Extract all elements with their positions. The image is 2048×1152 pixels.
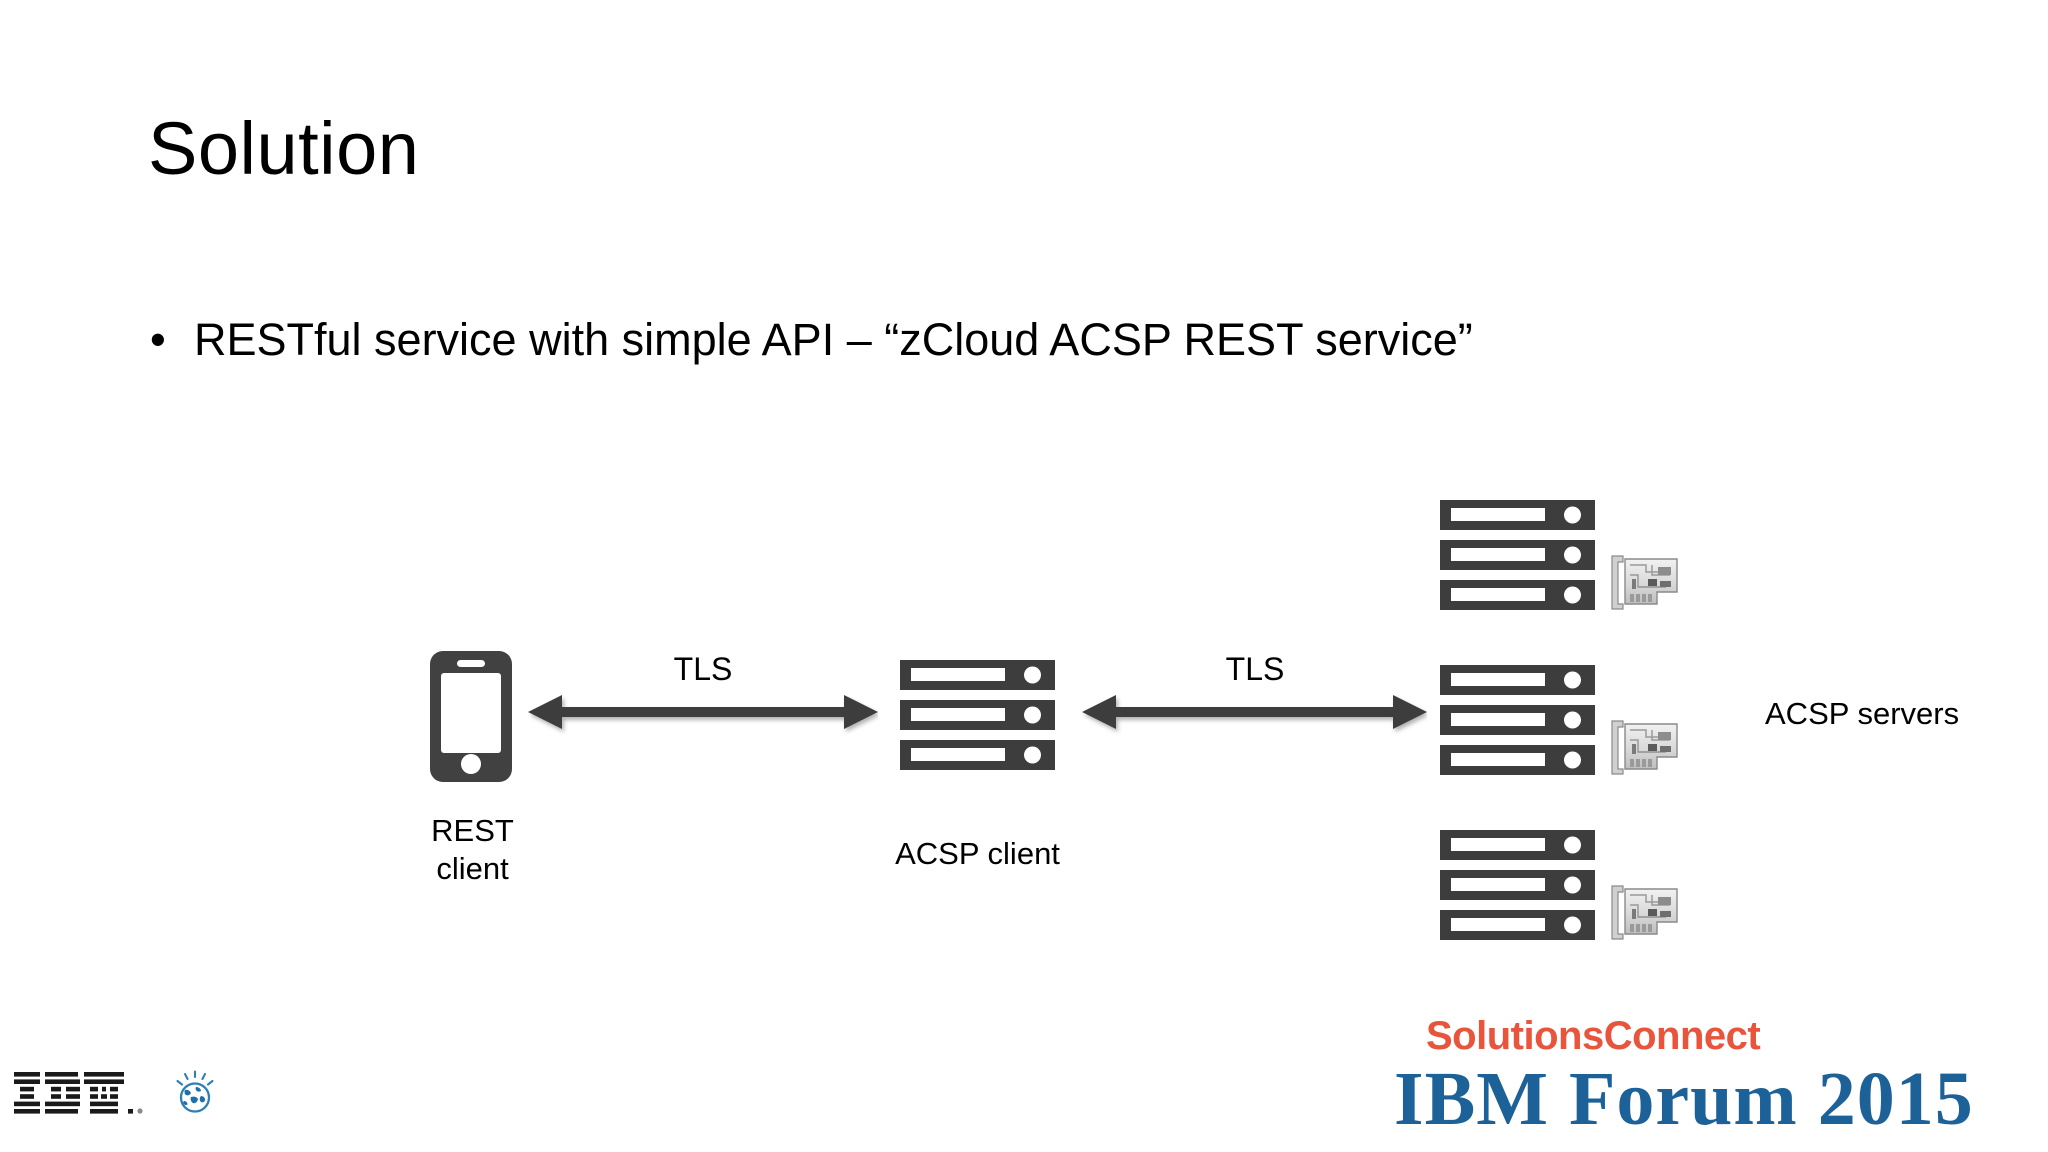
list-item: • RESTful service with simple API – “zCl… — [150, 312, 1930, 368]
server-unit — [900, 740, 1055, 770]
server-bay-icon — [1451, 713, 1545, 726]
connector-arrow-acsp-client-to-servers — [1082, 690, 1427, 736]
server-unit — [1440, 580, 1595, 610]
phone-screen-icon — [441, 673, 501, 753]
server-stack-icon-acsp-server-1 — [1440, 500, 1595, 610]
ibm-logo — [14, 1062, 224, 1124]
server-unit — [1440, 830, 1595, 860]
server-led-icon — [1024, 746, 1041, 764]
server-led-icon — [1024, 666, 1041, 684]
server-unit — [1440, 500, 1595, 530]
server-unit — [1440, 870, 1595, 900]
smarter-planet-globe-icon — [176, 1070, 214, 1113]
server-unit — [1440, 705, 1595, 735]
solutions-connect-label: SolutionsConnect — [1426, 1014, 1761, 1059]
server-bay-icon — [1451, 673, 1545, 686]
server-led-icon — [1564, 546, 1581, 564]
server-bay-icon — [1451, 918, 1545, 931]
mobile-phone-icon — [430, 651, 512, 782]
server-bay-icon — [911, 708, 1005, 721]
crypto-card-icon-1 — [1608, 553, 1682, 613]
page-title: Solution — [148, 107, 420, 190]
acsp-servers-label: ACSP servers — [1765, 696, 1960, 731]
server-unit — [1440, 745, 1595, 775]
server-bay-icon — [1451, 878, 1545, 891]
bullet-list: • RESTful service with simple API – “zCl… — [150, 312, 1930, 368]
server-led-icon — [1564, 916, 1581, 934]
server-bay-icon — [1451, 753, 1545, 766]
server-bay-icon — [911, 748, 1005, 761]
server-led-icon — [1564, 711, 1581, 729]
server-bay-icon — [1451, 548, 1545, 561]
server-unit — [1440, 665, 1595, 695]
ibm-forum-2015-label: IBM Forum 2015 — [1394, 1057, 1974, 1142]
server-led-icon — [1564, 506, 1581, 524]
acsp-client-label: ACSP client — [895, 836, 1060, 871]
ibm-forum-branding: SolutionsConnect IBM Forum 2015 — [1394, 1016, 2034, 1140]
server-led-icon — [1024, 706, 1041, 724]
server-led-icon — [1564, 876, 1581, 894]
ibm-wordmark-icon — [14, 1072, 143, 1114]
server-led-icon — [1564, 671, 1581, 689]
server-stack-icon-acsp-server-2 — [1440, 665, 1595, 775]
server-bay-icon — [1451, 838, 1545, 851]
bullet-text: RESTful service with simple API – “zClou… — [194, 314, 1473, 365]
server-led-icon — [1564, 586, 1581, 604]
connector-arrow-rest-to-acsp-client — [528, 690, 878, 736]
bullet-marker-icon: • — [150, 314, 166, 365]
phone-speaker-icon — [457, 660, 485, 667]
server-unit — [1440, 910, 1595, 940]
server-bay-icon — [1451, 508, 1545, 521]
phone-home-button-icon — [461, 754, 481, 774]
server-unit — [900, 660, 1055, 690]
server-unit — [1440, 540, 1595, 570]
rest-client-label: REST client — [431, 813, 514, 886]
server-stack-icon-acsp-client — [900, 660, 1055, 770]
server-led-icon — [1564, 836, 1581, 854]
server-stack-icon-acsp-server-3 — [1440, 830, 1595, 940]
crypto-card-icon-2 — [1608, 718, 1682, 778]
connector-label-tls-2: TLS — [1225, 651, 1285, 687]
server-led-icon — [1564, 751, 1581, 769]
server-bay-icon — [1451, 588, 1545, 601]
server-bay-icon — [911, 668, 1005, 681]
crypto-card-icon-3 — [1608, 883, 1682, 943]
server-unit — [900, 700, 1055, 730]
connector-label-tls-1: TLS — [673, 651, 733, 687]
